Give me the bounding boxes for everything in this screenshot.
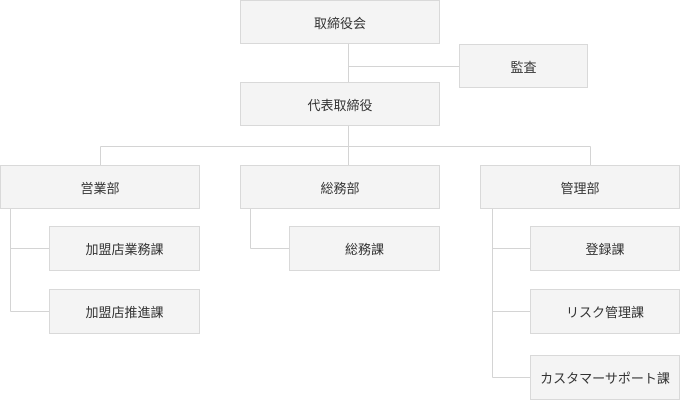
node-general-affairs-section: 総務課 xyxy=(289,226,440,271)
node-representative-director: 代表取締役 xyxy=(240,82,440,126)
node-registration-section: 登録課 xyxy=(530,226,680,271)
node-customer-support-section: カスタマーサポート課 xyxy=(530,355,680,400)
node-sales-department: 営業部 xyxy=(0,165,200,209)
node-audit: 監査 xyxy=(459,44,588,88)
node-administration-department: 管理部 xyxy=(480,165,680,209)
node-merchant-operations-section: 加盟店業務課 xyxy=(49,226,200,271)
node-board-of-directors: 取締役会 xyxy=(240,0,440,44)
node-merchant-promotion-section: 加盟店推進課 xyxy=(49,289,200,334)
node-risk-management-section: リスク管理課 xyxy=(530,289,680,334)
node-general-affairs-department: 総務部 xyxy=(240,165,440,209)
